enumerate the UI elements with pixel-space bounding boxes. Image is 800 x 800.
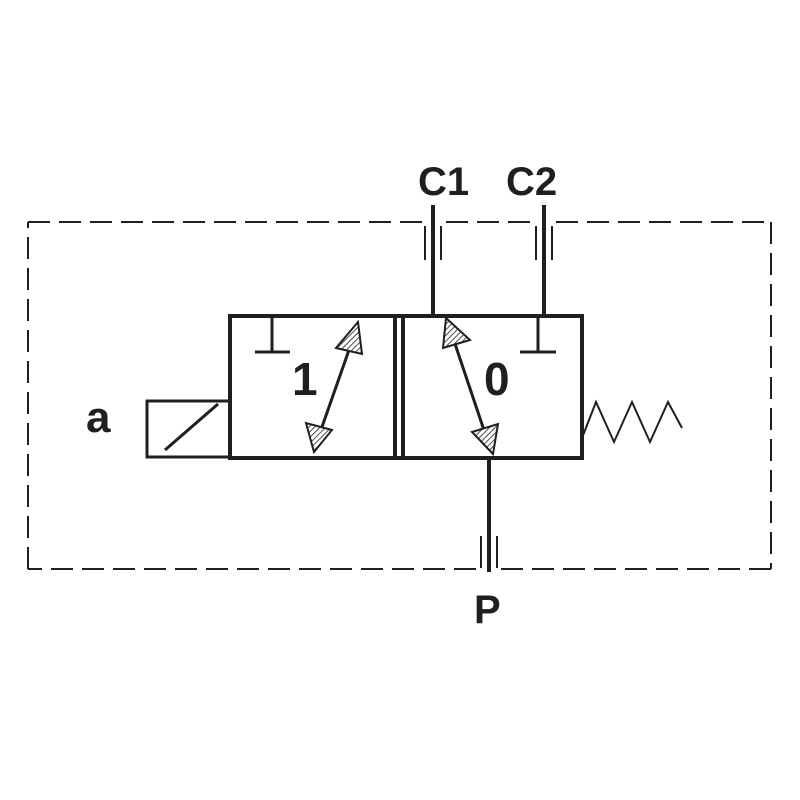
port-c2-line [535,205,553,316]
port-label-c2: C2 [506,160,558,204]
return-spring [581,399,683,445]
position-label-right: 0 [484,353,510,405]
actuator-label: a [86,393,111,442]
port-label-c1: C1 [418,160,470,204]
flow-arrow-left [304,319,364,455]
position-0-symbols [441,315,556,457]
blocked-port-symbol-right [520,318,556,354]
position-label-left: 1 [292,353,318,405]
port-label-p: P [474,588,501,632]
valve-outline [228,314,584,460]
dashed-enclosure [27,221,772,570]
flow-arrow-right [441,315,500,457]
solenoid-actuator [145,399,232,459]
valve-body [228,314,584,460]
position-1-symbols [255,318,364,455]
blocked-port-symbol-left [255,318,290,354]
port-p-line [480,458,498,572]
port-c1-line [424,205,442,316]
